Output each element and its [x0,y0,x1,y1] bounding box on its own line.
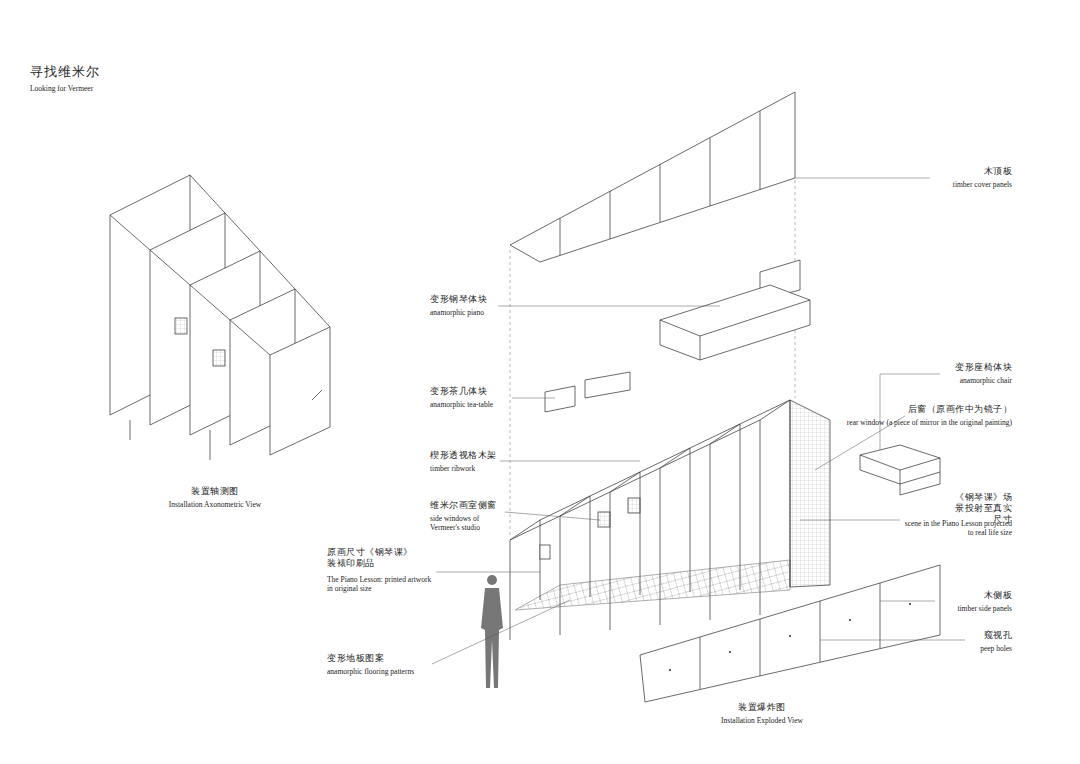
part-label-cn: 装置爆炸图 [738,702,786,713]
timber-side-panels [640,565,940,702]
anamorphic-piano [660,260,810,360]
part-label-en: rear window (a piece of mirror in the or… [847,418,1012,427]
part-label-en: Looking for Vermeer [30,84,93,93]
part-label-cn: 变形地板图案 [327,653,384,664]
dashed-guides [510,180,795,538]
part-label-cn: 楔形透视格木架 [430,450,497,461]
part-label-en: anamorphic chair [960,376,1012,385]
part-label-en: timber cover panels [953,180,1012,189]
title: 寻找维米尔 [30,64,100,80]
part-label-en: Installation Axonometric View [169,500,261,509]
axonometric-view [110,175,330,460]
part-label-en: timber side panels [957,604,1012,613]
part-label-en: anamorphic flooring patterns [327,667,414,676]
human-figure [481,575,503,688]
part-label-cn: 木侧板 [984,590,1013,601]
part-label-cn: 窥视孔 [984,630,1013,641]
part-label-cn: 原画尺寸《钢琴课》装裱印刷品 [327,547,415,569]
part-label-cn: 变形茶几体块 [430,386,487,397]
timber-cover-panels [510,92,795,262]
part-label-cn: 变形座椅体块 [955,362,1012,373]
part-label-cn: 木顶板 [984,166,1013,177]
part-label-cn: 变形钢琴体块 [430,294,487,305]
part-label-cn: 维米尔画室侧窗 [430,500,497,511]
part-label-en: peep holes [980,644,1012,653]
part-label-cn: 后窗（原画作中为镜子） [908,404,1013,415]
part-label-cn: 装置轴测图 [191,486,239,497]
part-label-en: scene in the Piano Lesson projected to r… [902,519,1012,537]
part-label-en: anamorphic tea-table [430,400,493,409]
anamorphic-chair [860,445,940,495]
part-label-en: The Piano Lesson: printed artwork in ori… [327,575,432,593]
part-label-en: anamorphic piano [430,308,484,317]
anamorphic-tea-table [545,372,630,412]
part-label-en: Installation Exploded View [721,716,803,725]
part-label-en: side windows of Vermeer's studio [430,514,500,532]
timber-ribwork [510,400,830,640]
part-label-en: timber ribwork [430,464,475,473]
